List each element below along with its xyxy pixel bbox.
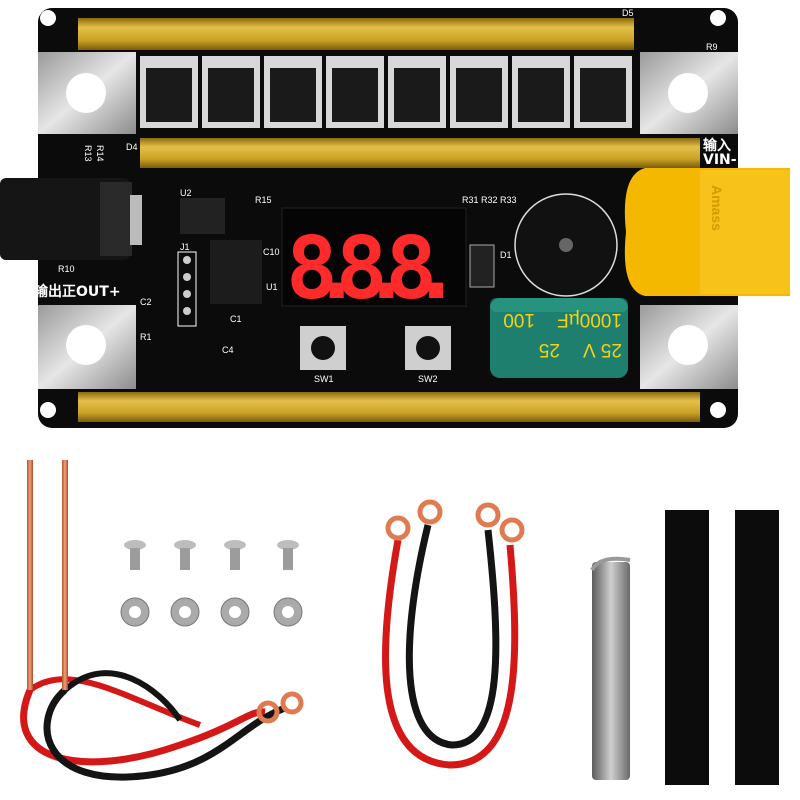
silkscreen-label: SW1 <box>314 374 334 384</box>
connector-brand: Amass <box>709 185 725 231</box>
output-label: 输出正OUT+ <box>34 283 121 300</box>
silkscreen-label: U1 <box>266 282 278 292</box>
silkscreen-label: R9 <box>706 42 718 52</box>
screw-shank <box>283 548 293 570</box>
silkscreen-label: R15 <box>255 195 272 205</box>
button-sw2[interactable] <box>405 326 451 370</box>
capacitor-capacitance-repeat: 100 <box>503 309 535 330</box>
nickel-strip-roll <box>590 556 631 780</box>
display-readout: 8.8.8. <box>286 219 462 319</box>
dc-jack <box>0 178 142 260</box>
silkscreen-label: R32 <box>481 195 498 205</box>
heat-shrink-tube <box>735 510 779 785</box>
seven-segment-display: 8.8.8. <box>281 207 467 319</box>
xt60-connector[interactable]: Amass <box>624 168 790 296</box>
mosfet-row <box>140 56 632 128</box>
screw <box>124 540 146 550</box>
gold-bus-bar-middle <box>140 138 700 168</box>
silkscreen-labels: D5 R9 D4 R13 R14 U2 R15 C10 J1 U1 C1 C4 … <box>34 8 737 384</box>
mosfet-body <box>332 68 378 122</box>
silkscreen-label: C1 <box>230 314 242 324</box>
input-label: VIN- <box>703 152 737 168</box>
capacitor-voltage-repeat: 25 <box>539 339 560 360</box>
screw-shank <box>180 548 190 570</box>
capacitor-voltage: 25 V <box>583 339 622 360</box>
nut-hole <box>229 606 241 618</box>
input-label-cn: 输入 <box>703 137 731 154</box>
heat-shrink-tube <box>665 510 709 785</box>
silkscreen-label: R33 <box>500 195 517 205</box>
ring-terminal <box>256 700 280 724</box>
terminal-pads <box>38 52 738 389</box>
copper-pen-tip-right <box>62 460 68 690</box>
chip-u1 <box>210 240 262 304</box>
capacitor-capacitance: 1000µF <box>557 309 622 330</box>
nut-hole <box>282 606 294 618</box>
screw-shank <box>230 548 240 570</box>
gold-bus-bar-bottom <box>78 392 700 422</box>
silkscreen-label: J1 <box>180 242 190 252</box>
screw <box>224 540 246 550</box>
ring-terminal <box>280 691 304 715</box>
silkscreen-label: R13 <box>83 145 93 162</box>
nut-hole <box>129 606 141 618</box>
mosfet-body <box>270 68 316 122</box>
battery-cables <box>381 499 525 769</box>
silkscreen-label: R14 <box>95 145 105 162</box>
silkscreen-label: D1 <box>500 250 512 260</box>
mosfet-body <box>208 68 254 122</box>
silkscreen-label: R31 <box>462 195 479 205</box>
screw <box>174 540 196 550</box>
pcb-board: 8.8.8. 25 V 25 1000µF 100 <box>0 8 790 428</box>
silkscreen-label: R10 <box>58 264 75 274</box>
silkscreen-label: D4 <box>126 142 138 152</box>
buzzer <box>514 193 618 297</box>
electrolytic-capacitor: 25 V 25 1000µF 100 <box>490 298 628 378</box>
screw <box>277 540 299 550</box>
button-sw1[interactable] <box>300 326 346 370</box>
silkscreen-label: U2 <box>180 188 192 198</box>
welding-pen-cables <box>20 460 304 781</box>
regulator-u2 <box>180 198 225 234</box>
silkscreen-label: R1 <box>140 332 152 342</box>
screws-and-nuts <box>120 540 303 627</box>
silkscreen-label: C10 <box>263 247 280 257</box>
header-j1 <box>177 251 197 327</box>
mosfet-body <box>518 68 564 122</box>
mosfet-body <box>580 68 626 122</box>
mosfet-body <box>394 68 440 122</box>
silkscreen-label: C4 <box>222 345 234 355</box>
silkscreen-label: SW2 <box>418 374 438 384</box>
silkscreen-label: C2 <box>140 297 152 307</box>
mosfet-body <box>456 68 502 122</box>
copper-pen-tip-left <box>27 460 33 690</box>
nut-hole <box>179 606 191 618</box>
screw-shank <box>130 548 140 570</box>
gold-bus-bar-top <box>78 18 634 50</box>
diode-d1 <box>469 244 495 288</box>
silkscreen-label: D5 <box>622 8 634 18</box>
mosfet-body <box>146 68 192 122</box>
